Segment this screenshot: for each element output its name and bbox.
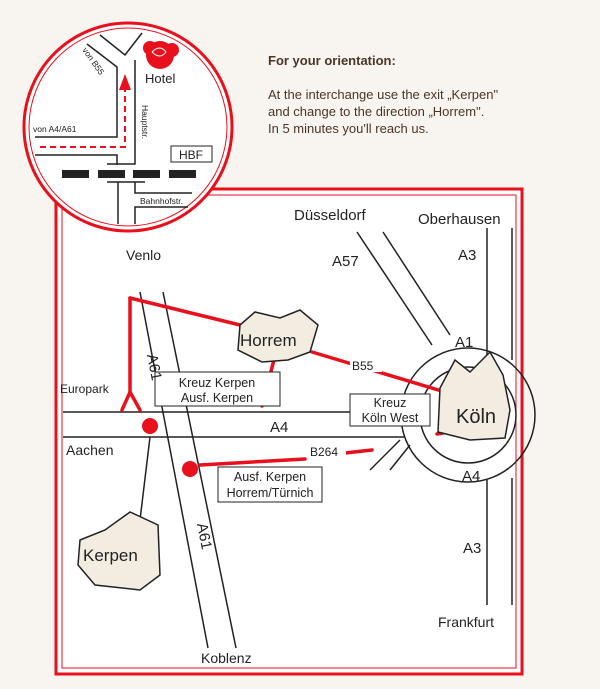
map-shape <box>35 32 192 224</box>
map-shape <box>165 43 179 57</box>
map-shape <box>308 445 346 459</box>
map-shape <box>128 390 142 412</box>
map-shape <box>139 291 209 649</box>
label-frankfurt: Frankfurt <box>438 614 494 630</box>
map-shape <box>369 439 401 471</box>
label-kreuz-kerpen: Kreuz Kerpen <box>179 376 255 390</box>
info-line: In 5 minutes you'll reach us. <box>268 121 429 136</box>
label-b55: B55 <box>352 359 374 373</box>
label-koblenz: Koblenz <box>201 650 252 666</box>
label-horrem: Horrem <box>240 331 297 350</box>
map-shape <box>134 182 192 194</box>
road-a57 <box>356 231 451 346</box>
map-shape <box>349 393 431 427</box>
inset-hbf: HBF <box>179 148 203 162</box>
label-aachen: Aachen <box>66 442 113 458</box>
arrow-up-icon <box>119 74 131 90</box>
inset-hauptstr: Hauptstr. <box>140 105 150 139</box>
label-koeln-west: Köln West <box>362 411 419 425</box>
town-kerpen <box>77 511 161 591</box>
map-shape <box>382 231 451 336</box>
map-shape <box>35 43 118 138</box>
map-shape <box>22 21 234 233</box>
info-line: and change to the direction „Horrem". <box>268 104 485 119</box>
map-shape <box>143 41 157 55</box>
town-koeln <box>437 350 511 441</box>
map-shape <box>134 206 188 224</box>
map-shape <box>133 170 160 178</box>
map-shape <box>28 27 228 227</box>
map-shape <box>170 145 213 163</box>
rose-icon <box>143 41 179 69</box>
map-shape <box>217 466 323 503</box>
label-b264: B264 <box>310 445 338 459</box>
label-koeln: Köln <box>456 406 496 428</box>
map-shape <box>350 358 382 372</box>
interchange-marker <box>142 418 158 434</box>
map-shape <box>389 444 411 471</box>
label-kreuz: Kreuz <box>374 396 407 410</box>
label-oberhausen: Oberhausen <box>418 211 501 228</box>
map-shape <box>98 170 125 178</box>
label-a1: A1 <box>455 334 473 351</box>
label-a3-bottom: A3 <box>463 540 481 557</box>
map-shape <box>356 231 433 346</box>
inset-from-a4-a61: von A4/A61 <box>33 124 77 134</box>
map-shape <box>61 194 517 669</box>
info-title: For your orientation: <box>268 53 396 68</box>
map-shape <box>40 82 126 148</box>
label-ausf-kerpen: Ausf. Kerpen <box>181 391 253 405</box>
inset-map: Hotel von B55 von A4/A61 Hauptstr. HBF B… <box>22 21 234 233</box>
info-line: At the interchange use the exit „Kerpen" <box>268 87 499 102</box>
label-kerpen: Kerpen <box>83 546 138 565</box>
road-a61 <box>139 291 237 649</box>
label-europark: Europark <box>60 382 110 396</box>
main-map: Düsseldorf Oberhausen Venlo A57 A3 A1 A6… <box>54 187 536 676</box>
map-shape <box>99 32 143 57</box>
road-a3 <box>486 228 513 605</box>
map-shape <box>35 154 118 165</box>
label-a4-right: A4 <box>462 468 480 485</box>
inset-hotel: Hotel <box>145 71 175 86</box>
road-a4 <box>63 411 411 471</box>
map-shape <box>198 457 307 467</box>
map-shape <box>62 170 89 178</box>
inset-bahnhofstr: Bahnhofstr. <box>140 196 183 206</box>
label-a57: A57 <box>332 253 359 270</box>
label-a4-mid: A4 <box>270 419 288 436</box>
map-shape <box>62 170 196 178</box>
label-duesseldorf: Düsseldorf <box>294 207 367 224</box>
exit-marker <box>182 461 198 477</box>
map-shape <box>154 371 281 407</box>
map-shape <box>151 47 167 57</box>
orientation-info: For your orientation: At the interchange… <box>268 52 498 137</box>
label-a3-top: A3 <box>458 247 476 264</box>
town-horrem <box>237 309 319 363</box>
label-venlo: Venlo <box>126 247 161 263</box>
label-ausf-kerpen-2: Ausf. Kerpen <box>234 470 306 484</box>
label-horrem-tuernich: Horrem/Türnich <box>227 486 314 500</box>
label-a61-top: A61 <box>143 353 165 382</box>
map-shape <box>162 291 237 649</box>
map-shape <box>343 448 374 455</box>
map-shape <box>169 170 196 178</box>
map-shape <box>139 436 151 521</box>
label-a61-bottom: A61 <box>193 522 215 551</box>
map-shape <box>128 296 242 327</box>
